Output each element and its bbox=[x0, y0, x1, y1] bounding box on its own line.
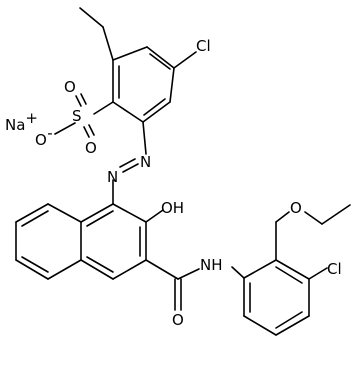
bond bbox=[243, 259, 277, 279]
ether-oxygen-label: O bbox=[290, 199, 302, 217]
bond bbox=[275, 211, 290, 223]
bond bbox=[122, 163, 139, 173]
bond bbox=[88, 124, 95, 136]
bond bbox=[146, 46, 175, 69]
bond bbox=[275, 266, 303, 284]
bond bbox=[275, 315, 310, 336]
bond bbox=[304, 211, 323, 225]
azo-nitrogen-lower-label: N bbox=[107, 168, 118, 186]
bond bbox=[112, 101, 144, 123]
hydroxyl-label: OH bbox=[161, 199, 184, 217]
bond bbox=[112, 259, 147, 280]
bond bbox=[86, 256, 114, 273]
bond bbox=[93, 101, 114, 115]
bond bbox=[145, 209, 164, 223]
bond bbox=[75, 95, 82, 107]
bond bbox=[86, 210, 114, 227]
bond bbox=[83, 126, 90, 138]
bond bbox=[47, 203, 82, 223]
bond bbox=[15, 203, 49, 223]
amide-oxygen-label: O bbox=[172, 311, 184, 329]
bond bbox=[119, 158, 136, 168]
bond bbox=[143, 98, 166, 116]
bond bbox=[169, 67, 175, 103]
bond bbox=[308, 267, 328, 280]
sodium-label: Na+ bbox=[5, 109, 38, 134]
bond bbox=[321, 204, 351, 225]
bond bbox=[47, 259, 82, 280]
bond bbox=[80, 259, 114, 280]
bond bbox=[21, 210, 49, 227]
oxide-anion-label: O- bbox=[35, 124, 53, 149]
chlorine-right-label: Cl bbox=[327, 260, 342, 278]
bond bbox=[15, 259, 49, 280]
azo-nitrogen-upper-label: N bbox=[140, 153, 151, 171]
chlorine-top-label: Cl bbox=[196, 37, 211, 55]
amide-nh-label: NH bbox=[200, 256, 223, 274]
bond bbox=[112, 203, 147, 223]
bond bbox=[275, 259, 310, 280]
bond bbox=[145, 259, 179, 280]
bond bbox=[149, 53, 171, 70]
bond bbox=[80, 203, 114, 223]
sulfonyl-oxygen-top-label: O bbox=[64, 78, 76, 96]
bond bbox=[177, 268, 200, 280]
bond bbox=[231, 266, 245, 279]
bond bbox=[54, 122, 76, 135]
bond bbox=[112, 46, 148, 61]
bond bbox=[275, 311, 303, 329]
bonds bbox=[15, 7, 351, 336]
bond bbox=[79, 7, 104, 28]
atom-labels: Na+ O- S O O Cl N N OH O NH O Cl bbox=[5, 37, 342, 329]
bond bbox=[102, 26, 114, 61]
bond bbox=[142, 121, 147, 155]
bond bbox=[173, 51, 197, 69]
bond bbox=[243, 315, 277, 336]
bond bbox=[80, 93, 87, 105]
sulfur-label: S bbox=[72, 107, 82, 125]
bond bbox=[21, 256, 49, 273]
sulfonyl-oxygen-bottom-label: O bbox=[85, 139, 97, 157]
bond bbox=[142, 101, 171, 123]
